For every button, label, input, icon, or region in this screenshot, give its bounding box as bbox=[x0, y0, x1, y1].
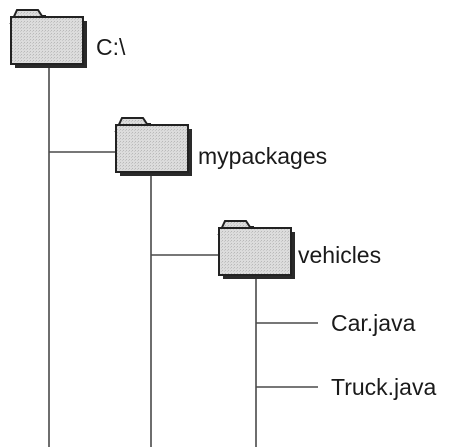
tree-connectors bbox=[48, 66, 318, 447]
root-folder-node[interactable]: C:\ bbox=[9, 9, 126, 68]
vehicles-folder-label: vehicles bbox=[298, 242, 381, 268]
file-label: Car.java bbox=[331, 310, 416, 336]
folder-icon bbox=[217, 220, 295, 279]
root-folder-label: C:\ bbox=[96, 34, 126, 60]
mypackages-folder-label: mypackages bbox=[198, 143, 327, 169]
vehicles-folder-node[interactable]: vehicles bbox=[217, 220, 381, 279]
folder-icon bbox=[114, 117, 192, 176]
folder-icon bbox=[9, 9, 87, 68]
file-node-truck[interactable]: Truck.java bbox=[331, 374, 436, 400]
file-label: Truck.java bbox=[331, 374, 436, 400]
file-node-car[interactable]: Car.java bbox=[331, 310, 416, 336]
mypackages-folder-node[interactable]: mypackages bbox=[114, 117, 327, 176]
